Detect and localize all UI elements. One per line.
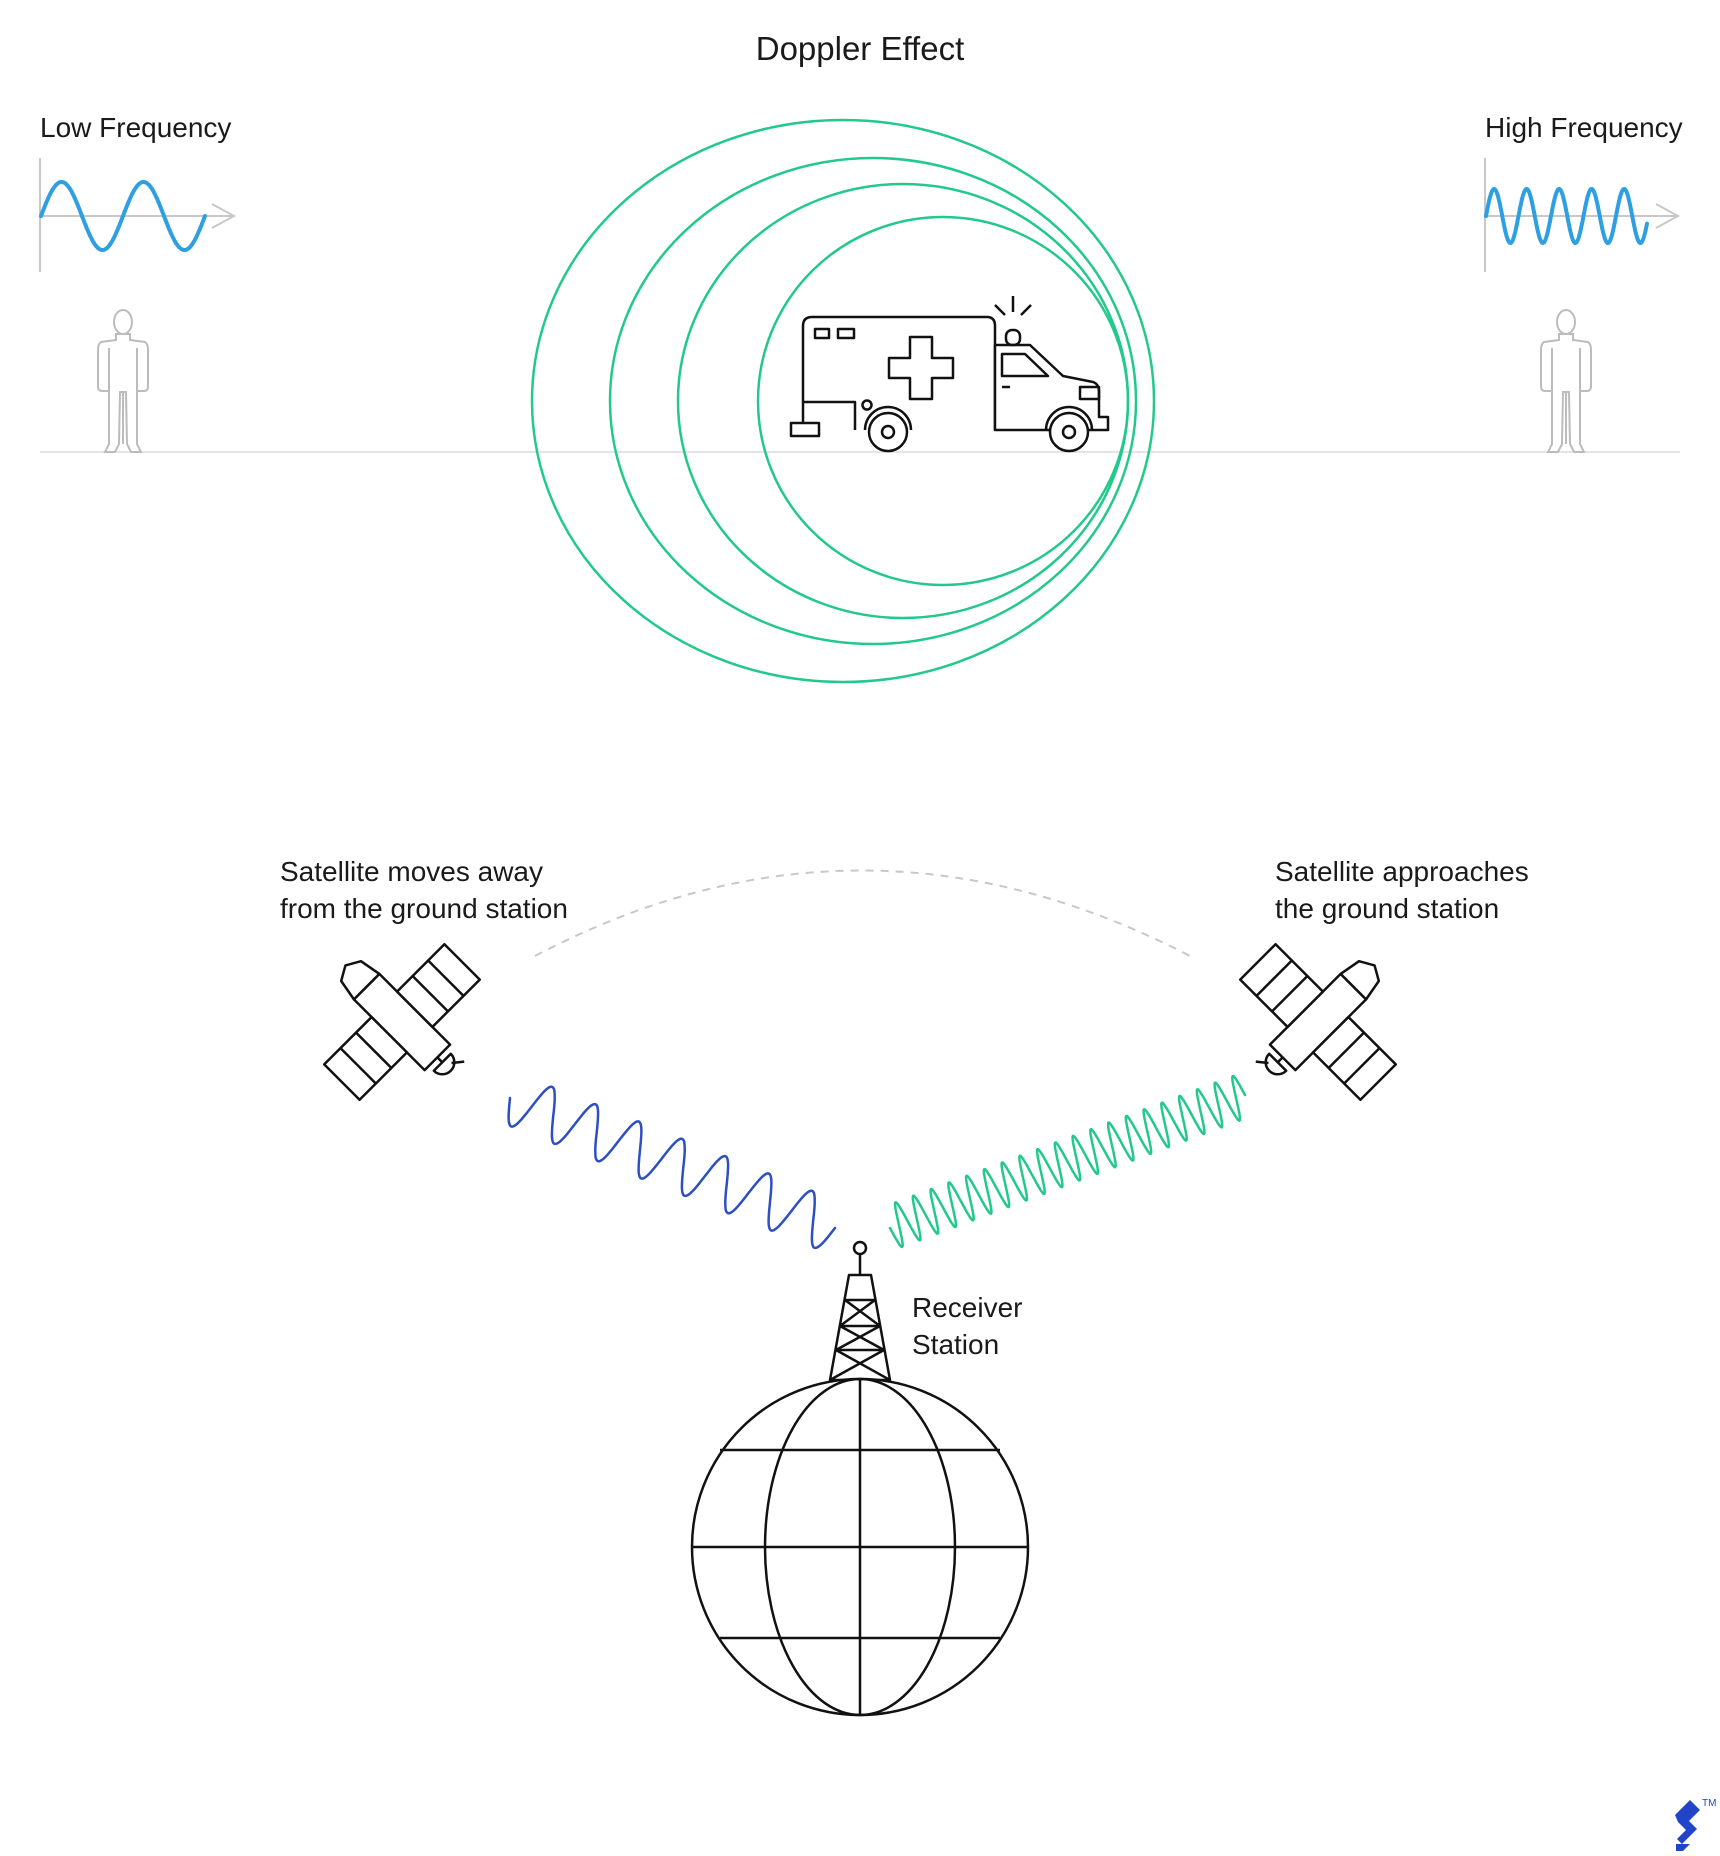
front-hub: [1061, 424, 1077, 440]
svg-text:TM: TM: [1702, 1798, 1716, 1809]
antenna-tower-icon: [828, 1240, 892, 1382]
receding-signal-wave: [507, 1085, 837, 1250]
sound-wave-rings: [530, 118, 1156, 684]
receiver-line-1: Receiver: [912, 1292, 1023, 1323]
low-frequency-wave: [39, 180, 207, 252]
sound-ring-4: [756, 215, 1130, 587]
ambulance-window-2: [836, 327, 856, 340]
diagram-title: Doppler Effect: [755, 30, 965, 67]
satellite-approach-line-1: Satellite approaches: [1275, 856, 1529, 887]
high-frequency-label: High Frequency: [1485, 112, 1683, 143]
high-wave-arrow: [1655, 203, 1681, 229]
receiver-line-2: Station: [912, 1329, 1000, 1360]
low-wave-arrow: [211, 203, 237, 229]
ambulance-icon: [789, 296, 1110, 453]
siren-ray-3: [1020, 304, 1032, 316]
rear-wheel-arch: [863, 405, 913, 431]
sound-ring-2: [608, 156, 1138, 646]
satellite-away-line-2: from the ground station: [280, 893, 568, 924]
siren-ray-2: [994, 304, 1006, 316]
antenna-tip: [852, 1240, 868, 1256]
rear-hub: [880, 424, 896, 440]
globe-icon: [690, 1377, 1030, 1717]
ambulance-siren: [1004, 328, 1022, 347]
ambulance-light: [861, 399, 873, 411]
high-frequency-wave: [1484, 186, 1649, 246]
logo-icon: TM: [1675, 1798, 1716, 1851]
ambulance-cross: [887, 335, 955, 401]
ambulance-window-1: [813, 327, 831, 340]
person-icon: [97, 309, 149, 453]
satellite-away-label: Satellite moves away from the ground sta…: [280, 853, 568, 927]
rear-wheel: [867, 411, 909, 453]
ambulance-box: [801, 315, 997, 430]
low-frequency-label: Low Frequency: [40, 112, 232, 143]
satellite-icon: [284, 904, 515, 1135]
approaching-signal-wave: [888, 1074, 1247, 1249]
front-wheel-arch: [1044, 405, 1094, 431]
low-frequency-wave-panel: [39, 158, 237, 272]
ambulance-cab-window: [1000, 352, 1050, 378]
orbit-path: [534, 869, 1191, 957]
front-wheel: [1048, 411, 1090, 453]
satellite-away-line-1: Satellite moves away: [280, 856, 544, 887]
satellite-approach-line-2: the ground station: [1275, 893, 1500, 924]
ambulance-bumper: [789, 421, 821, 438]
high-frequency-wave-panel: [1484, 158, 1681, 272]
receiver-station-label: Receiver Station: [912, 1289, 1022, 1363]
sound-ring-1: [530, 118, 1156, 684]
ambulance-rear-step: [803, 400, 857, 430]
satellite-icon: [1205, 904, 1436, 1135]
ambulance-headlight: [1078, 385, 1101, 401]
satellite-approach-label: Satellite approaches the ground station: [1275, 853, 1529, 927]
person-icon: [1540, 309, 1592, 453]
